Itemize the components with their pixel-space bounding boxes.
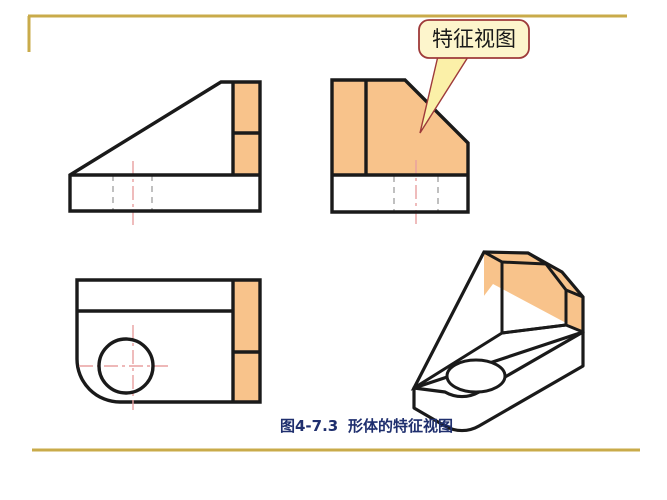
top-view: [75, 278, 262, 410]
callout[interactable]: 特征视图: [418, 19, 530, 134]
characteristic-view-outline: [330, 78, 470, 214]
characteristic-view-base: [332, 175, 468, 212]
characteristic-view-highlight: [332, 80, 468, 175]
top-view-highlight-lower: [233, 352, 260, 402]
callout-label: 特征视图: [432, 27, 516, 51]
isometric-hole: [445, 358, 507, 394]
isometric-base-right-edge: [565, 323, 584, 334]
isometric-rib-edge-a: [501, 260, 547, 266]
top-view-outline: [75, 278, 262, 404]
isometric-view: [410, 250, 585, 433]
slide-frame: [27, 14, 640, 452]
front-view-hidden-lines: [112, 175, 153, 211]
top-view-highlight-upper: [233, 280, 260, 352]
caption-title: 形体的特征视图: [348, 417, 453, 435]
callout-bubble: [418, 19, 530, 59]
top-view-center-lines: [79, 325, 172, 410]
figure-caption: 图4-7.3 形体的特征视图: [280, 417, 453, 435]
front-view: [68, 80, 262, 225]
front-view-outline: [68, 80, 262, 213]
isometric-rib-front-edge: [501, 323, 567, 335]
front-view-highlight-lower: [233, 133, 260, 175]
front-view-highlight-upper: [233, 82, 260, 133]
isometric-base-inner-edge: [413, 331, 503, 390]
caption-figure-number: 图4-7.3: [280, 417, 338, 435]
isometric-rib-edge-b: [544, 263, 568, 291]
isometric-rib-edge-d: [565, 288, 584, 299]
characteristic-view: [330, 78, 470, 228]
characteristic-view-hidden-lines: [393, 176, 439, 211]
top-view-hole: [97, 337, 155, 395]
isometric-rib-edge-e: [527, 251, 547, 266]
